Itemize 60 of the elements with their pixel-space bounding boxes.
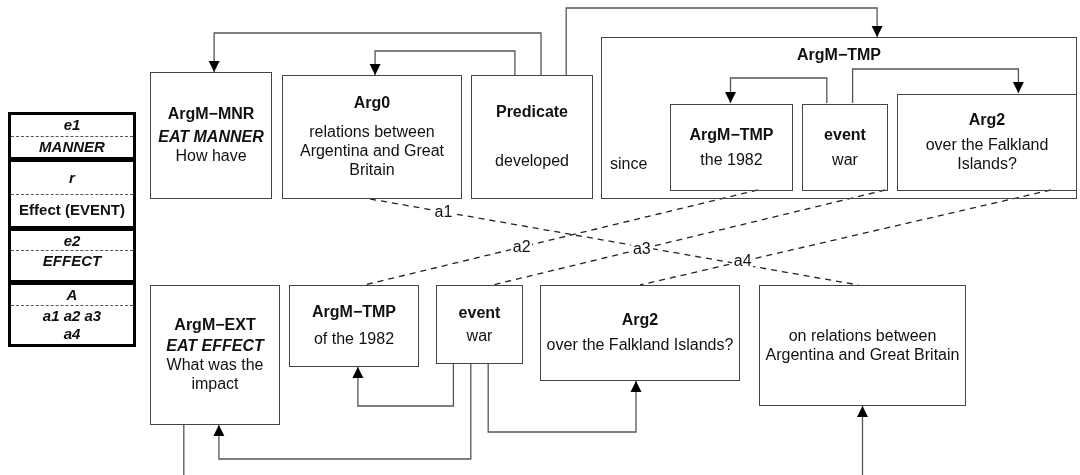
role-label: e2 xyxy=(62,231,82,250)
phrase-text: over the Falkland Islands? xyxy=(545,336,735,355)
phrase-text: EAT EFFECT xyxy=(165,337,266,356)
phrase-text: war xyxy=(465,326,494,346)
role-label: r xyxy=(68,168,77,187)
box-heading: ArgM−TMP xyxy=(311,303,397,322)
role-label: A xyxy=(65,286,79,304)
phrase-text: the 1982 xyxy=(699,150,764,170)
box-heading: ArgM−MNR xyxy=(166,105,256,125)
group-box xyxy=(601,37,1077,199)
arrow xyxy=(213,363,472,460)
argument-box xyxy=(802,104,888,191)
table-section xyxy=(8,282,136,347)
argument-box xyxy=(540,285,740,381)
phrase-text: of the 1982 xyxy=(312,330,396,349)
phrase-text: relations between Argentina and Great Britain xyxy=(298,123,446,180)
phrase-text: How have xyxy=(174,146,248,166)
box-heading: event xyxy=(823,125,867,145)
role-value: Effect (EVENT) xyxy=(18,201,126,220)
argument-box xyxy=(150,72,272,199)
phrase-text: since xyxy=(609,155,649,174)
box-heading: Predicate xyxy=(494,103,569,122)
role-value: MANNER xyxy=(38,137,106,156)
table-section xyxy=(8,228,136,283)
argument-box xyxy=(897,94,1077,191)
arrow xyxy=(487,363,642,433)
argument-box xyxy=(289,285,419,367)
box-heading: event xyxy=(457,303,502,323)
box-heading: Arg0 xyxy=(352,94,392,114)
phrase-text: developed xyxy=(494,152,570,171)
box-heading: ArgM−TMP xyxy=(796,46,882,65)
box-heading: ArgM−EXT xyxy=(173,316,257,336)
box-heading: ArgM−TMP xyxy=(688,125,775,145)
table-section xyxy=(8,112,136,160)
arrow xyxy=(725,77,828,104)
argument-box xyxy=(759,285,966,406)
phrase-text: over the Falkland Islands? xyxy=(924,136,1050,174)
argument-box xyxy=(471,75,593,199)
arrow xyxy=(851,68,1024,104)
phrase-text: on relations between Argentina and Great Britain xyxy=(764,326,961,365)
box-heading: Arg2 xyxy=(620,311,660,330)
phrase-text: What was the impact xyxy=(165,356,265,394)
argument-box xyxy=(282,75,462,199)
arrow xyxy=(857,405,868,475)
box-heading: Arg2 xyxy=(967,111,1007,131)
argument-box xyxy=(436,285,523,364)
role-label: e1 xyxy=(62,116,82,135)
arrow xyxy=(565,7,883,76)
argument-box xyxy=(150,285,280,425)
role-value: a1 a2 a3 a4 xyxy=(41,307,103,343)
arrow xyxy=(208,32,542,76)
arrow xyxy=(352,363,455,407)
arrow xyxy=(369,50,516,76)
dashed-link xyxy=(639,189,1052,286)
phrase-text: war xyxy=(831,150,859,170)
phrase-text: EAT MANNER xyxy=(157,128,265,147)
edge-label: a4 xyxy=(731,252,754,271)
table-section xyxy=(8,159,136,229)
argument-box xyxy=(670,104,793,191)
role-value: EFFECT xyxy=(41,251,103,270)
